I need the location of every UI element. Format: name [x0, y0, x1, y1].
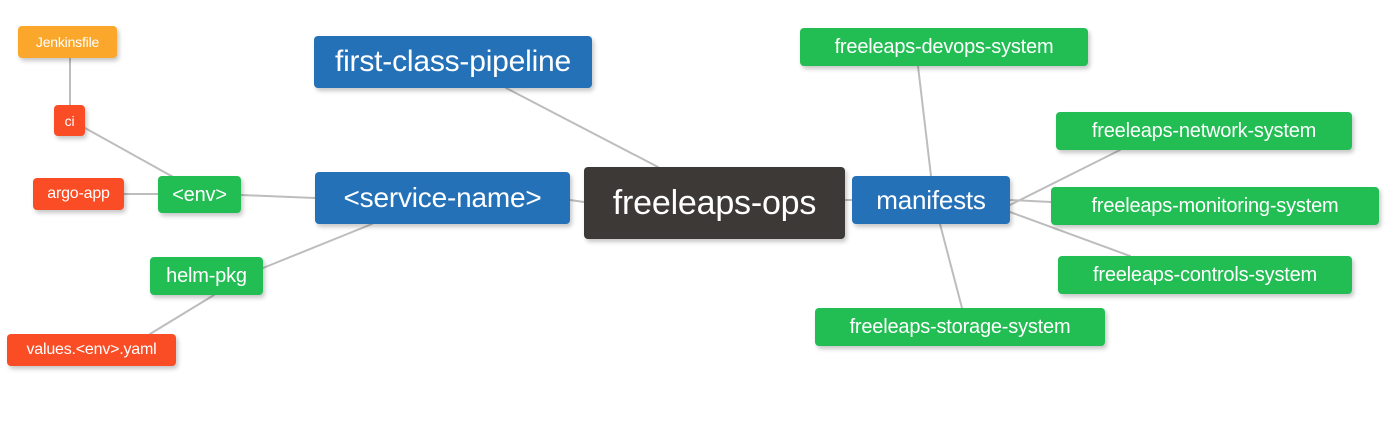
- node-helm-pkg[interactable]: helm-pkg: [150, 257, 263, 295]
- node-label: <service-name>: [343, 182, 542, 213]
- node-service-name[interactable]: <service-name>: [315, 172, 570, 224]
- node-label: argo-app: [47, 185, 110, 202]
- node-freeleaps-ops[interactable]: freeleaps-ops: [584, 167, 845, 239]
- node-label: first-class-pipeline: [334, 45, 572, 78]
- edge-manifests-to-freeleaps-storage-system: [939, 223, 963, 309]
- edge-manifests-to-freeleaps-devops-system: [917, 65, 932, 177]
- node-label: helm-pkg: [166, 265, 247, 287]
- edge-service-name-to-freeleaps-ops: [569, 199, 585, 203]
- edge-manifests-to-freeleaps-monitoring-system: [1009, 199, 1052, 203]
- node-label: freeleaps-devops-system: [834, 36, 1054, 58]
- edge-helm-pkg-to-service-name: [262, 223, 373, 269]
- node-values-env-yaml[interactable]: values.<env>.yaml: [7, 334, 176, 366]
- node-freeleaps-storage-system[interactable]: freeleaps-storage-system: [815, 308, 1105, 346]
- node-label: Jenkinsfile: [35, 34, 100, 50]
- node-argo-app[interactable]: argo-app: [33, 178, 124, 210]
- node-label: values.<env>.yaml: [26, 341, 157, 358]
- node-env[interactable]: <env>: [158, 176, 241, 213]
- node-label: freeleaps-ops: [612, 184, 817, 222]
- edge-first-class-pipeline-to-freeleaps-ops: [505, 87, 659, 168]
- node-label: freeleaps-controls-system: [1093, 264, 1317, 286]
- edge-ci-to-env: [84, 127, 176, 179]
- node-label: manifests: [876, 185, 986, 215]
- node-manifests[interactable]: manifests: [852, 176, 1010, 224]
- node-freeleaps-devops-system[interactable]: freeleaps-devops-system: [800, 28, 1088, 66]
- node-jenkinsfile[interactable]: Jenkinsfile: [18, 26, 117, 58]
- node-label: <env>: [172, 183, 227, 206]
- node-label: freeleaps-network-system: [1091, 120, 1317, 142]
- node-ci[interactable]: ci: [54, 105, 85, 136]
- node-freeleaps-network-system[interactable]: freeleaps-network-system: [1056, 112, 1352, 150]
- node-freeleaps-controls-system[interactable]: freeleaps-controls-system: [1058, 256, 1352, 294]
- edge-env-to-service-name: [240, 194, 316, 199]
- edge-values-env-yaml-to-helm-pkg: [149, 294, 215, 335]
- node-label: freeleaps-monitoring-system: [1091, 195, 1339, 217]
- node-label: freeleaps-storage-system: [849, 316, 1071, 338]
- node-label: ci: [64, 112, 75, 129]
- node-first-class-pipeline[interactable]: first-class-pipeline: [314, 36, 592, 88]
- node-freeleaps-monitoring-system[interactable]: freeleaps-monitoring-system: [1051, 187, 1379, 225]
